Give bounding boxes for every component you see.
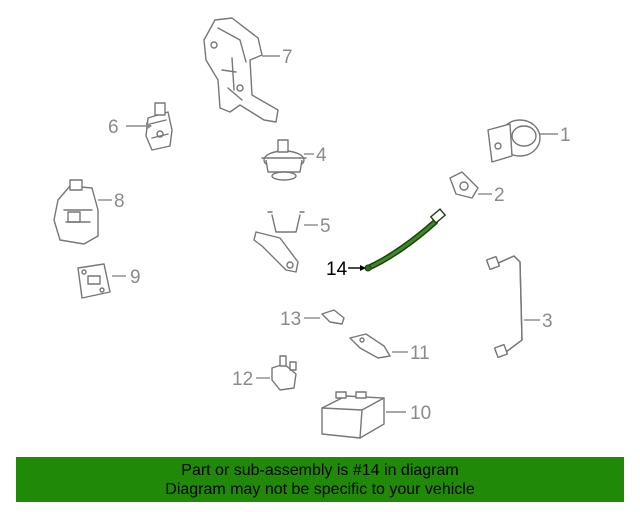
part-13-clip[interactable]: [321, 309, 345, 325]
callout-9[interactable]: 9: [130, 267, 141, 288]
part-14-oxygen-sensor[interactable]: [364, 208, 447, 272]
part-5-bracket[interactable]: [253, 211, 305, 273]
callout-12[interactable]: 12: [232, 369, 253, 390]
arrowhead-6: [146, 122, 152, 130]
part-8-valve[interactable]: [53, 179, 99, 245]
part-11-bracket[interactable]: [349, 333, 391, 359]
callout-3[interactable]: 3: [542, 311, 553, 332]
info-banner: Part or sub-assembly is #14 in diagram D…: [16, 457, 624, 502]
exploded-parts-diagram: 7 6 4 5: [53, 17, 571, 439]
banner-line-1: Part or sub-assembly is #14 in diagram: [181, 462, 459, 479]
part-3-pipe[interactable]: [485, 255, 523, 359]
part-4-solenoid[interactable]: [261, 139, 307, 181]
callout-6[interactable]: 6: [108, 117, 119, 138]
part-9-gasket[interactable]: [77, 263, 111, 299]
part-7-bracket[interactable]: [203, 17, 279, 123]
arrowhead-14: [360, 265, 366, 271]
part-1-egr-valve[interactable]: [487, 119, 541, 163]
callout-2[interactable]: 2: [494, 185, 505, 206]
callout-8[interactable]: 8: [114, 191, 125, 212]
part-10-canister[interactable]: [321, 391, 385, 439]
part-12-sensor[interactable]: [271, 355, 297, 391]
callout-14[interactable]: 14: [326, 259, 348, 280]
callout-7[interactable]: 7: [282, 47, 293, 68]
callout-5[interactable]: 5: [320, 216, 331, 237]
part-2-gasket[interactable]: [449, 171, 479, 199]
callout-10[interactable]: 10: [410, 403, 431, 424]
banner-line-2: Diagram may not be specific to your vehi…: [165, 481, 475, 498]
callout-13[interactable]: 13: [280, 309, 301, 330]
callout-11[interactable]: 11: [410, 343, 430, 364]
callout-1[interactable]: 1: [560, 125, 571, 146]
part-6-sensor[interactable]: [145, 102, 173, 151]
callout-4[interactable]: 4: [316, 145, 327, 166]
